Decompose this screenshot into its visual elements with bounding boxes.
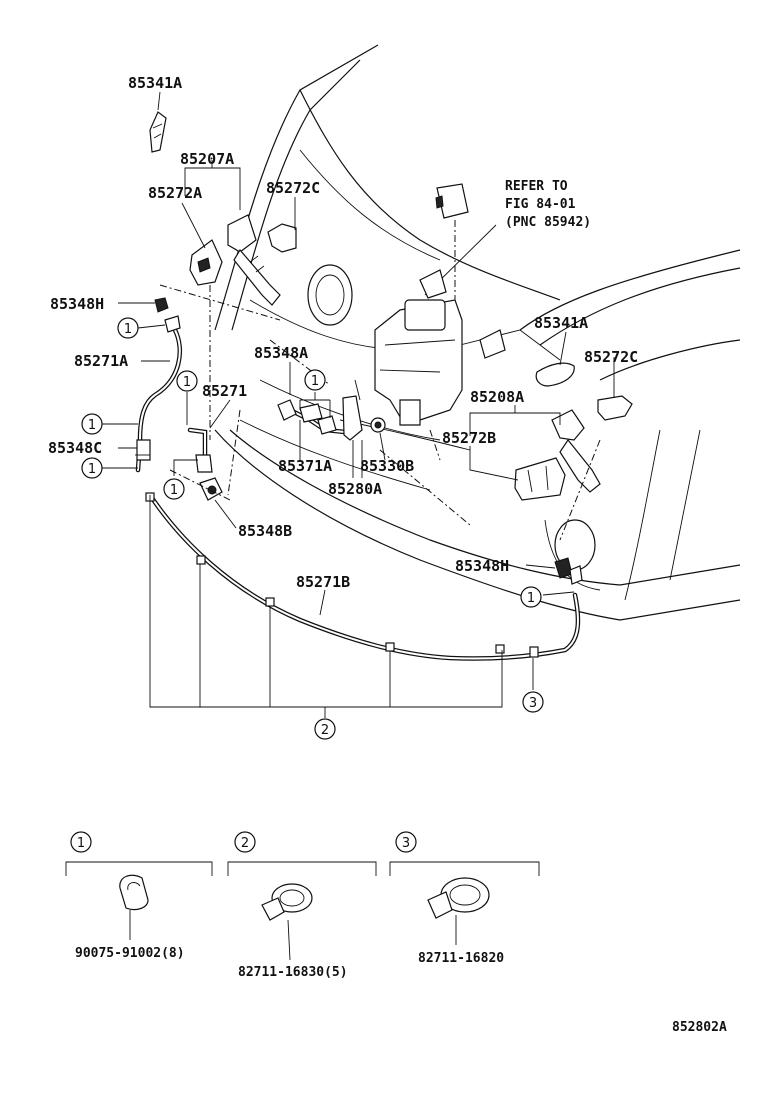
vehicle-body-outline — [214, 44, 741, 621]
refer-note-line3: (PNC 85942) — [505, 215, 591, 230]
reservoir-cap — [419, 183, 497, 300]
svg-text:1: 1 — [88, 462, 96, 477]
svg-text:1: 1 — [311, 374, 319, 389]
label-85271: 85271 — [202, 382, 247, 400]
label-85271A: 85271A — [74, 352, 128, 370]
callout-1: 1 — [520, 586, 542, 608]
label-85271B: 85271B — [296, 573, 350, 591]
callout-1: 1 — [163, 478, 185, 500]
washer-parts — [135, 111, 633, 585]
callout-1: 1 — [304, 369, 326, 391]
label-85272A: 85272A — [148, 184, 202, 202]
clamp-82711-16830-icon — [261, 883, 313, 921]
label-85341A-right: 85341A — [534, 314, 588, 332]
hoses — [135, 327, 581, 661]
label-85208A: 85208A — [470, 388, 524, 406]
callout-3: 3 — [522, 691, 544, 713]
figure-code: 852802A — [672, 1020, 727, 1035]
legend-item-3: 3 82711-16820 — [389, 831, 540, 966]
label-85207A: 85207A — [180, 150, 234, 168]
label-85272B: 85272B — [442, 429, 496, 447]
label-85272C-right: 85272C — [584, 348, 638, 366]
clamp-82711-16820-icon — [427, 877, 490, 919]
svg-text:1: 1 — [88, 418, 96, 433]
clip-90075-icon — [119, 874, 149, 911]
svg-text:1: 1 — [77, 836, 85, 851]
refer-note-line2: FIG 84-01 — [505, 197, 576, 212]
callout-1: 1 — [81, 457, 103, 479]
refer-note-line1: REFER TO — [505, 179, 568, 194]
label-85272C-top: 85272C — [266, 179, 320, 197]
svg-text:1: 1 — [527, 591, 535, 606]
svg-text:1: 1 — [170, 483, 178, 498]
svg-text:3: 3 — [402, 836, 410, 851]
legend: 1 90075-91002(8) 2 82711-16830(5) — [65, 831, 540, 980]
callout-1: 1 — [117, 317, 139, 339]
part-labels: 85341A 85207A 85272A 85272C 85348H 85271… — [48, 74, 638, 591]
washer-tank — [374, 299, 506, 426]
callout-2: 2 — [314, 718, 336, 740]
svg-text:3: 3 — [529, 696, 537, 711]
callout-1: 1 — [81, 413, 103, 435]
label-85348C: 85348C — [48, 439, 102, 457]
label-85371A: 85371A — [278, 457, 332, 475]
leader-lines — [102, 91, 615, 718]
hose-clips — [145, 492, 539, 658]
refer-note: REFER TO FIG 84-01 (PNC 85942) — [505, 179, 591, 230]
legend-item-2: 2 82711-16830(5) — [227, 831, 377, 980]
label-85348H-right: 85348H — [455, 557, 509, 575]
label-85280A: 85280A — [328, 480, 382, 498]
label-85341A-top: 85341A — [128, 74, 182, 92]
callout-1: 1 — [176, 370, 198, 392]
callout-circles: 1 1 1 1 1 1 1 2 — [81, 317, 544, 740]
svg-text:2: 2 — [241, 836, 249, 851]
label-85330B: 85330B — [360, 457, 414, 475]
legend-part-2: 82711-16830(5) — [238, 965, 348, 980]
legend-item-1: 1 90075-91002(8) — [65, 831, 213, 961]
svg-text:1: 1 — [183, 375, 191, 390]
label-85348H-left: 85348H — [50, 295, 104, 313]
label-85348A: 85348A — [254, 344, 308, 362]
svg-text:2: 2 — [321, 723, 329, 738]
label-85348B: 85348B — [238, 522, 292, 540]
legend-part-1: 90075-91002(8) — [75, 946, 185, 961]
legend-part-3: 82711-16820 — [418, 951, 504, 966]
svg-text:1: 1 — [124, 322, 132, 337]
